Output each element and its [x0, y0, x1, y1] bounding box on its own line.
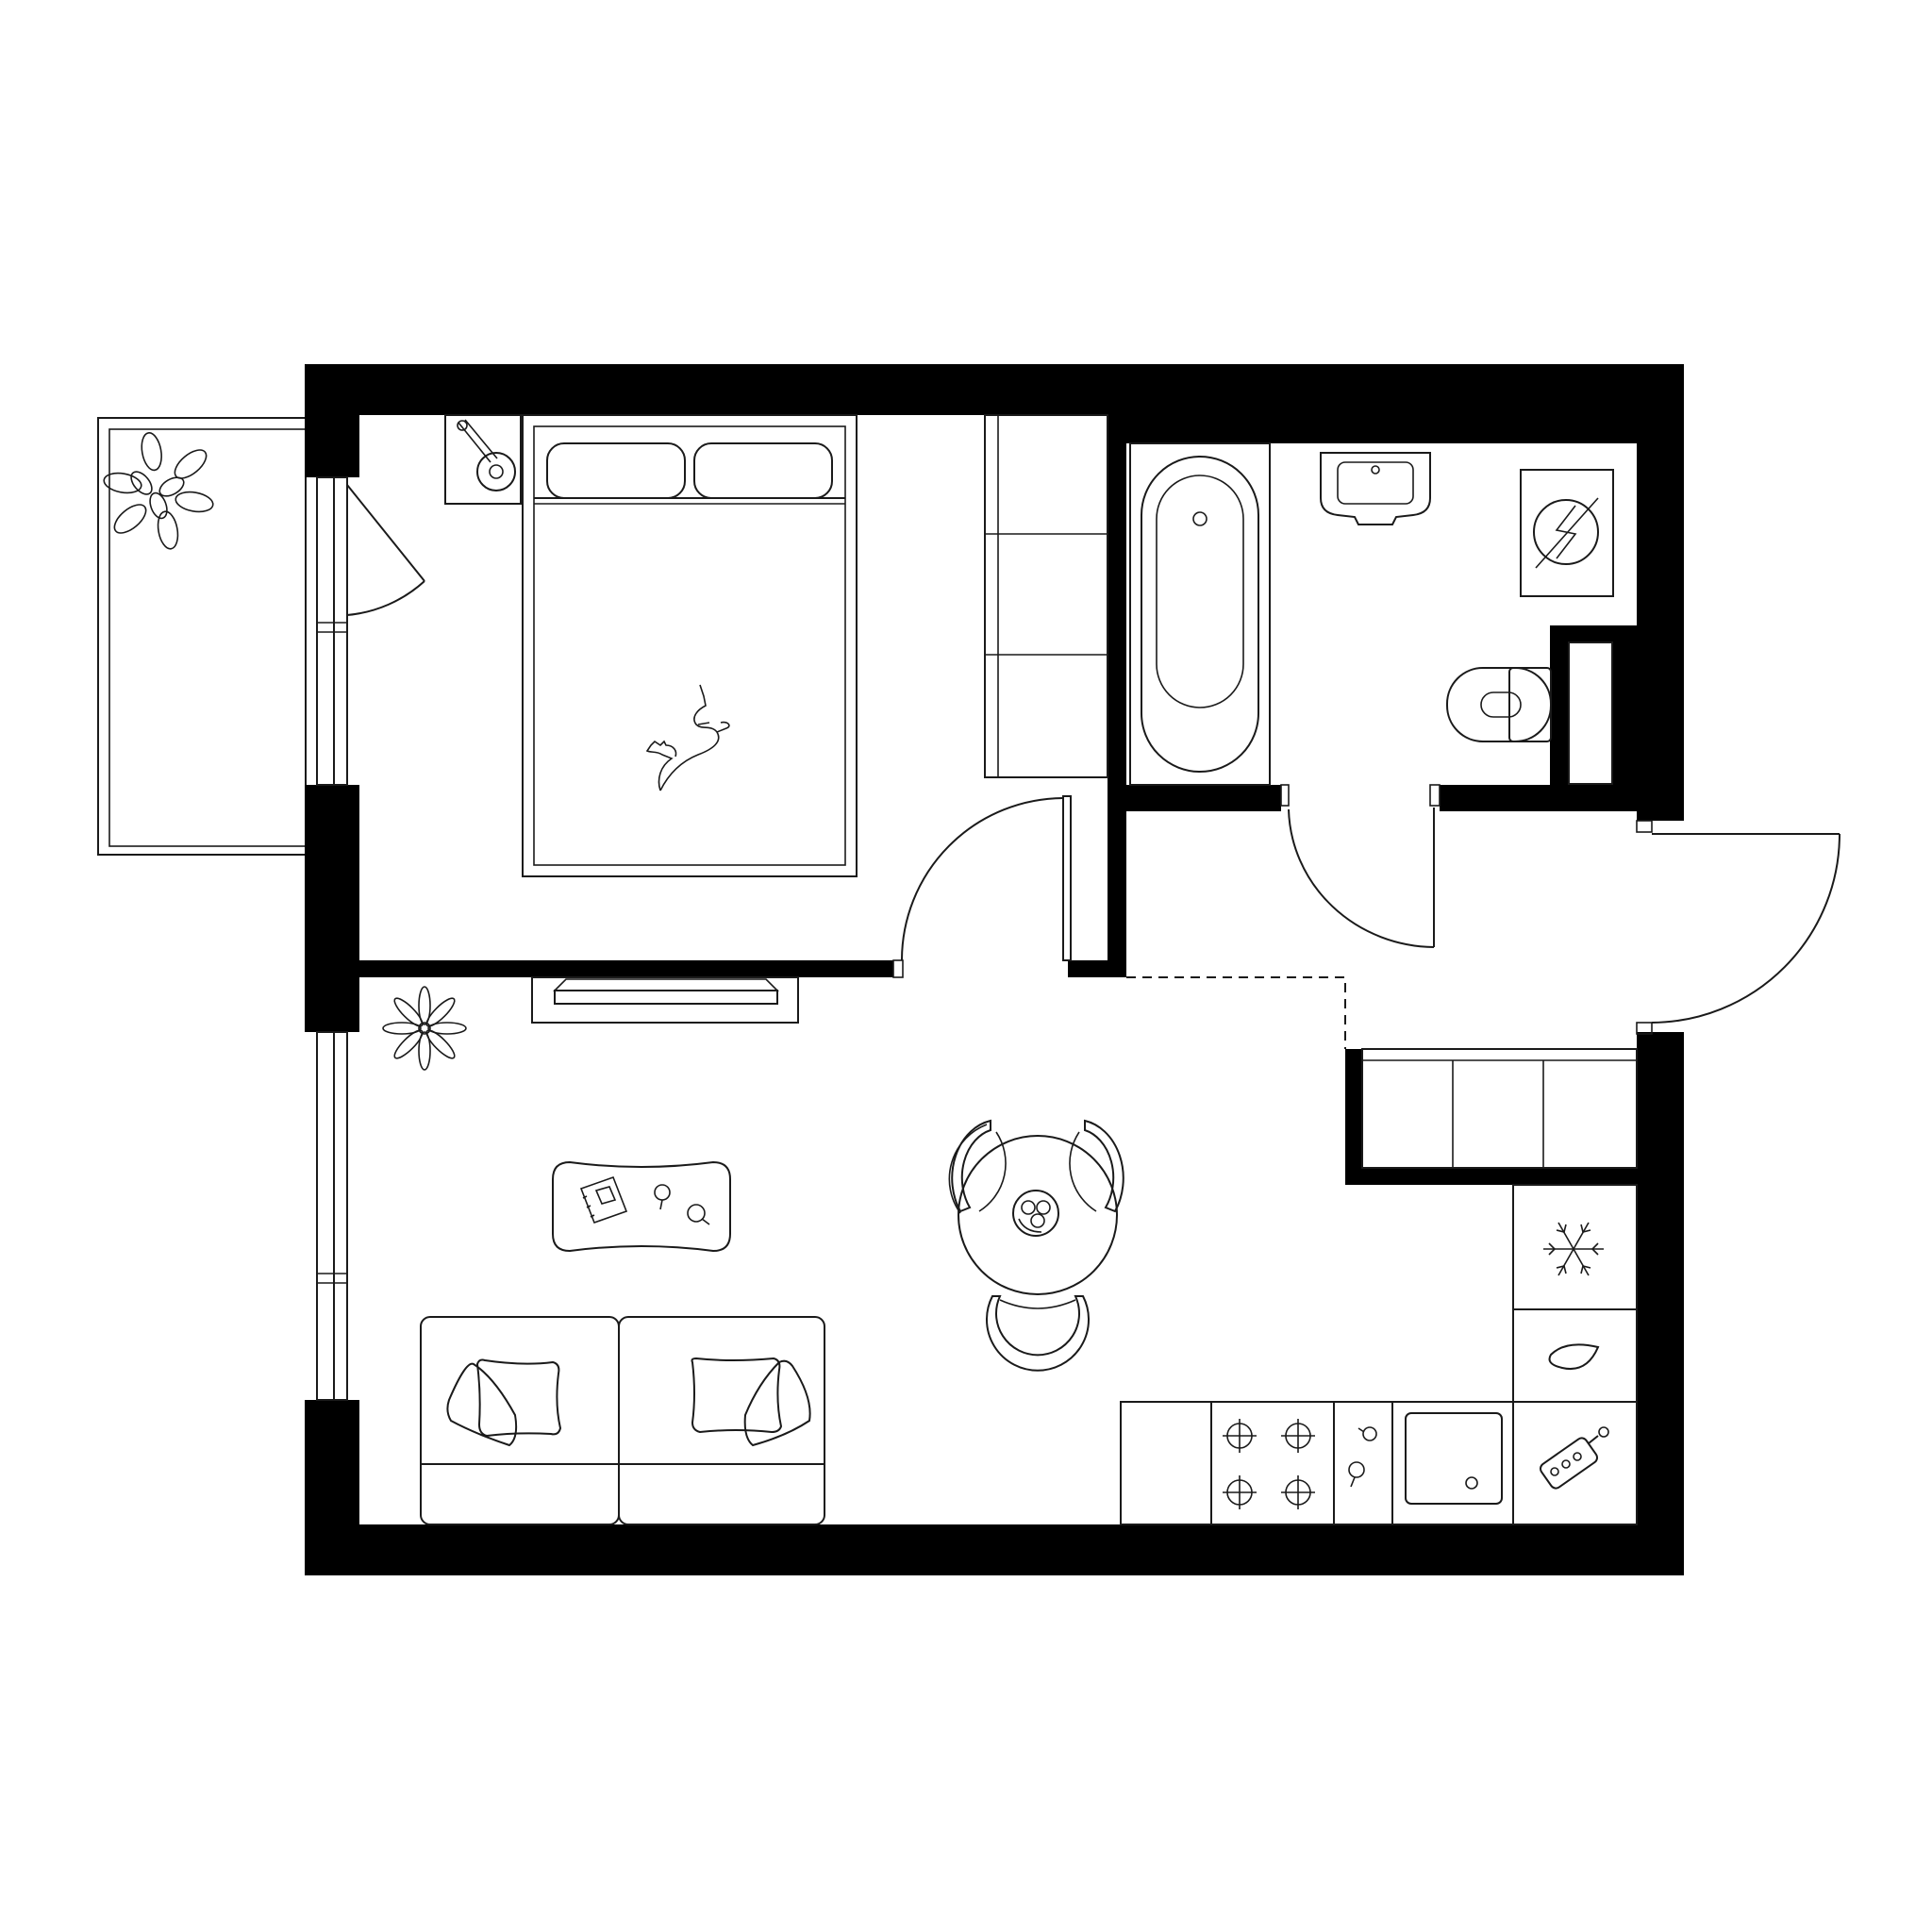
cutting-board-icon [1539, 1426, 1609, 1490]
zone-divider [1126, 976, 1346, 1049]
bathroom-door[interactable] [1280, 784, 1441, 948]
bedroom-door[interactable] [892, 795, 1072, 978]
double-bed [522, 414, 858, 877]
cup-icon [654, 1184, 710, 1225]
nightstand [444, 414, 522, 505]
water-drop-icon [1548, 1343, 1600, 1370]
plant-icon [382, 986, 467, 1071]
tv-stand [531, 976, 799, 1024]
sofa [420, 1316, 825, 1525]
prep-counter [1512, 1401, 1638, 1525]
cup-icon [1333, 1401, 1393, 1525]
dining-chair [986, 1295, 1090, 1372]
boiler-icon [1520, 469, 1614, 597]
plant-icon [103, 432, 214, 550]
kitchen-counter [1120, 1401, 1212, 1525]
entrance-door[interactable] [1636, 820, 1840, 1035]
lamp-icon [457, 419, 498, 463]
dining-chair [948, 1119, 1007, 1214]
stove [1210, 1401, 1335, 1525]
kitchen-sink [1391, 1401, 1514, 1525]
fruit-bowl-icon [1012, 1190, 1059, 1237]
wardrobe [984, 414, 1108, 778]
toilet [1446, 667, 1552, 742]
snowflake-icon [1543, 1222, 1604, 1276]
balcony [97, 417, 307, 856]
balcony-door[interactable] [346, 484, 425, 616]
dining-table [958, 1135, 1118, 1295]
living-window [316, 1031, 348, 1401]
bathtub [1129, 442, 1271, 786]
dining-chair [1069, 1119, 1124, 1213]
refrigerator [1512, 1184, 1638, 1310]
walls [305, 364, 1684, 1575]
cat-icon [645, 684, 730, 791]
notebook-icon [579, 1175, 628, 1224]
sink [1320, 452, 1431, 525]
bedroom-window [316, 476, 348, 786]
storage-closet [1361, 1048, 1638, 1169]
coffee-table [552, 1160, 731, 1253]
dishwasher [1512, 1308, 1638, 1403]
